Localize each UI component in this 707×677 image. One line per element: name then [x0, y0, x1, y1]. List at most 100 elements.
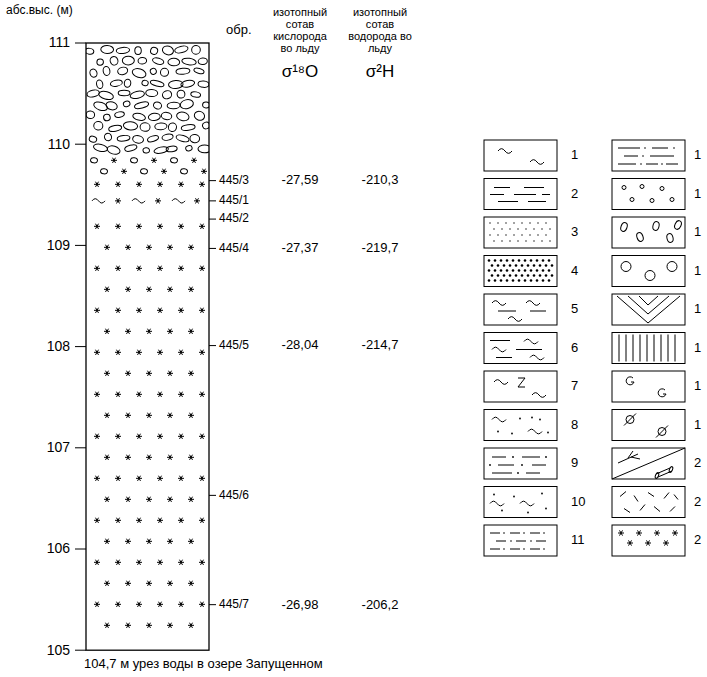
gravel-pebble: [198, 58, 208, 65]
gravel-pebble: [96, 79, 104, 89]
ice-asterisk: [115, 182, 121, 187]
legend-swatch: [612, 333, 685, 364]
ice-asterisk: [115, 518, 121, 523]
isotope-value: -26,98: [282, 598, 319, 612]
dot: [551, 274, 554, 277]
swatch-frame: [484, 333, 557, 364]
ice-asterisk: [188, 371, 194, 376]
column-header: σ¹⁸O: [282, 63, 319, 82]
dot: [533, 274, 536, 277]
dot: [497, 234, 498, 235]
dot: [551, 264, 554, 267]
dot: [512, 456, 514, 458]
dot: [527, 512, 529, 514]
dot: [494, 259, 497, 262]
ice-asterisk: [146, 287, 152, 292]
column-header: обр.: [226, 23, 252, 37]
dot: [506, 269, 509, 272]
dot: [539, 264, 542, 267]
dot: [549, 228, 550, 229]
stroke: [490, 533, 546, 549]
legend-number: 6: [571, 341, 578, 355]
dot: [488, 279, 491, 282]
gravel-pebble: [202, 102, 209, 108]
dot: [645, 271, 655, 281]
ice-asterisk: [155, 198, 161, 203]
ice-asterisk: [194, 198, 200, 203]
gravel-pebble: [198, 145, 209, 153]
gravel-pebble: [93, 121, 103, 131]
gravel-pebble: [193, 67, 204, 75]
stroke: [494, 380, 508, 385]
ice-asterisk: [188, 539, 194, 544]
ice-asterisk: [188, 413, 194, 418]
dot: [529, 234, 530, 235]
legend-swatch: [612, 140, 685, 171]
axis-label: 105: [47, 643, 70, 658]
ice-asterisk: [104, 413, 110, 418]
dot: [513, 496, 515, 498]
ice-asterisk: [115, 308, 121, 313]
legend-swatch: [612, 217, 685, 248]
ice-asterisk: [201, 169, 207, 174]
ice-asterisk: [146, 455, 152, 460]
dot: [524, 269, 527, 272]
legend-swatch: [484, 179, 557, 210]
ice-asterisk: [94, 392, 100, 397]
dot: [548, 269, 551, 272]
legend-swatch: [484, 487, 557, 518]
dot: [519, 418, 521, 420]
legend-swatch: [612, 256, 685, 287]
dot: [640, 185, 644, 189]
sample-tick: [209, 219, 216, 220]
gravel-pebble: [170, 157, 178, 163]
gravel-pebble: [131, 67, 147, 79]
ice-asterisk: [136, 392, 142, 397]
stroke: [618, 451, 640, 463]
dot: [515, 274, 518, 277]
ice-asterisk: [167, 581, 173, 586]
stroke: [530, 355, 544, 360]
dot: [488, 259, 491, 262]
swatch-frame: [612, 217, 685, 248]
gravel-pebble: [138, 57, 147, 64]
stroke: [627, 540, 633, 545]
gravel-pebble: [102, 66, 110, 76]
sample-id: 445/6: [219, 489, 249, 502]
dot: [503, 532, 505, 534]
dot: [494, 279, 497, 282]
gravel-pebble: [141, 79, 149, 86]
dot: [489, 234, 490, 235]
ice-asterisk: [104, 539, 110, 544]
ice-asterisk: [94, 602, 100, 607]
ice-asterisk: [157, 350, 163, 355]
dot: [547, 432, 549, 434]
ice-asterisk: [146, 245, 152, 250]
ice-asterisk: [199, 266, 205, 271]
dot: [673, 147, 675, 149]
ice-asterisk: [146, 497, 152, 502]
ice-asterisk: [125, 623, 131, 628]
gravel-pebble: [190, 91, 201, 98]
gravel-pebble: [161, 89, 172, 100]
legend-number: 8: [571, 418, 578, 432]
ice-asterisk: [146, 413, 152, 418]
ice-asterisk: [167, 623, 173, 628]
ice-asterisk: [191, 158, 197, 163]
pebble: [620, 222, 629, 233]
legend-number: 1: [694, 418, 701, 432]
ice-asterisk: [167, 371, 173, 376]
gravel-pebble: [179, 98, 194, 110]
swatch-frame: [612, 448, 685, 479]
ice-asterisk: [94, 476, 100, 481]
stroke: [492, 301, 506, 306]
ice-asterisk: [199, 350, 205, 355]
dot: [509, 240, 510, 241]
ice-asterisk: [115, 392, 121, 397]
swatch-frame: [612, 525, 685, 556]
dot: [543, 532, 545, 534]
gravel-pebble: [176, 111, 190, 122]
sample-id: 445/3: [219, 174, 249, 187]
dot: [545, 222, 546, 223]
gravel-pebble: [191, 45, 200, 54]
